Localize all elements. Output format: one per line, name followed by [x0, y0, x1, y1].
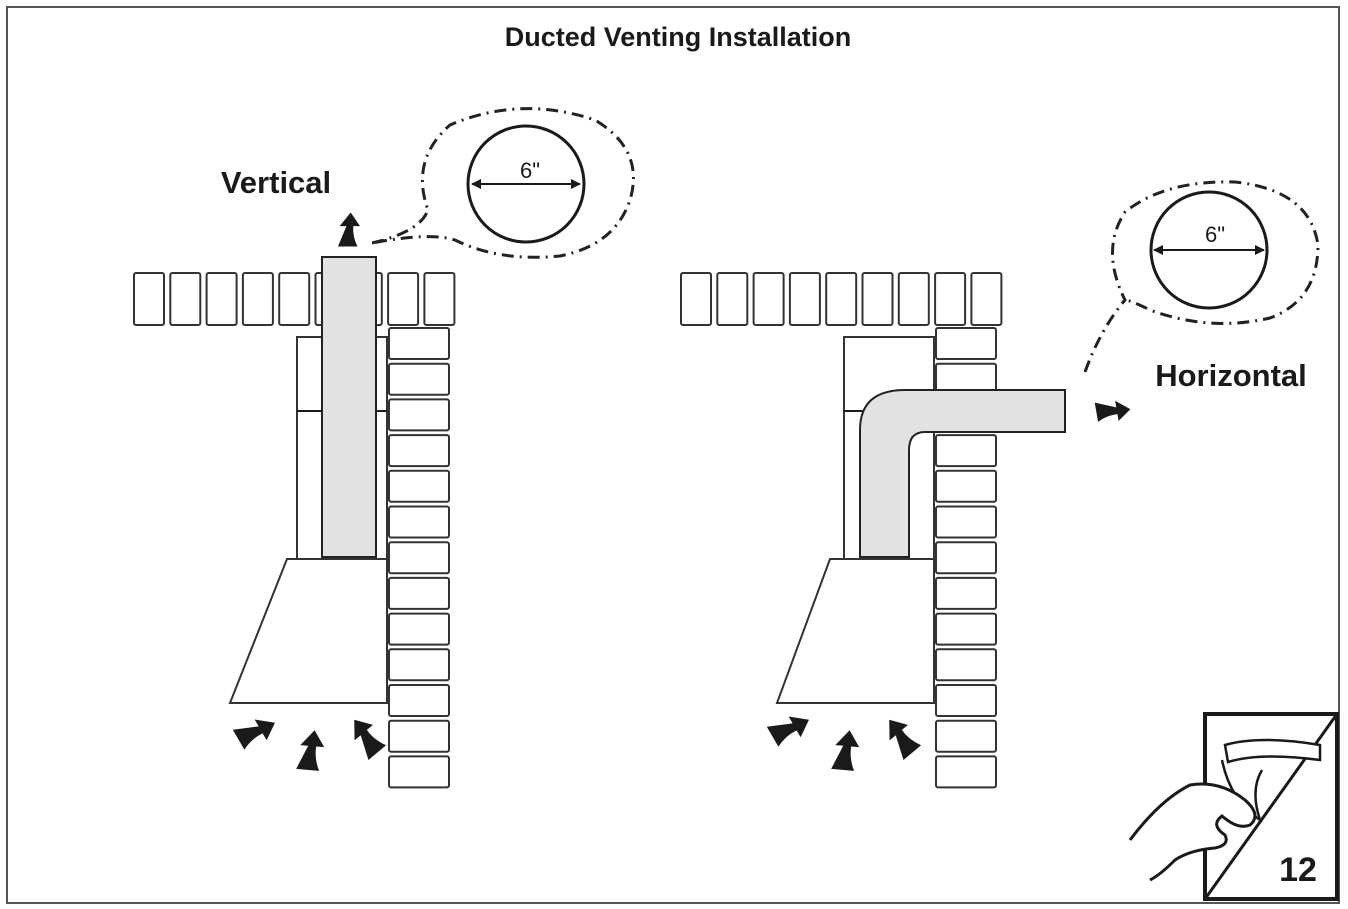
brick: [388, 719, 450, 753]
callout-bubble: [371, 107, 635, 259]
brick: [935, 719, 997, 753]
callout-bubble: [1083, 180, 1320, 373]
brick: [387, 272, 420, 326]
airflow-arrow-icon: [296, 728, 326, 772]
page-turn-icon: 12: [1128, 712, 1339, 901]
horizontal-duct: [859, 389, 1066, 558]
brick: [423, 272, 456, 326]
brick: [388, 684, 450, 717]
brick: [935, 541, 997, 575]
brick: [935, 327, 997, 360]
brick: [935, 505, 997, 539]
brick: [788, 272, 821, 326]
airflow-arrow-icon: [232, 709, 281, 753]
brick: [388, 648, 450, 682]
brick: [241, 272, 274, 326]
brick: [388, 755, 450, 789]
brick: [825, 272, 858, 326]
page-title: Ducted Venting Installation: [505, 22, 852, 52]
brick: [897, 272, 930, 326]
brick: [935, 648, 997, 682]
brick: [935, 612, 997, 646]
page-number: 12: [1279, 851, 1317, 889]
horizontal-diameter: 6": [1205, 222, 1225, 247]
horizontal-label: Horizontal: [1155, 358, 1307, 393]
brick: [680, 272, 712, 326]
vertical-installation: Vertical 6": [133, 107, 635, 789]
airflow-arrow-icon: [877, 712, 924, 761]
brick: [752, 272, 785, 326]
brick: [935, 434, 997, 468]
brick: [388, 434, 450, 468]
airflow-arrow-icon: [1094, 396, 1133, 425]
brick: [388, 327, 450, 360]
brick: [205, 272, 238, 326]
brick: [934, 272, 967, 326]
brick: [388, 576, 450, 610]
brick: [278, 272, 311, 326]
ceiling-blocks: [133, 272, 456, 326]
brick: [388, 612, 450, 646]
horizontal-installation: Horizontal 6": [680, 180, 1320, 789]
brick: [388, 362, 450, 396]
airflow-arrow-icon: [831, 728, 861, 772]
brick: [388, 398, 450, 432]
brick: [861, 272, 894, 326]
brick: [716, 272, 749, 326]
airflow-arrow-icon: [337, 212, 361, 247]
range-hood-canopy: [775, 558, 935, 704]
brick: [388, 505, 450, 539]
wall-blocks: [388, 327, 450, 789]
brick: [935, 755, 997, 789]
brick: [169, 272, 202, 326]
brick: [388, 541, 450, 575]
vertical-diameter: 6": [520, 158, 540, 183]
airflow-arrow-icon: [342, 712, 389, 761]
brick: [970, 272, 1003, 326]
brick: [935, 684, 997, 717]
brick: [935, 469, 997, 503]
airflow-arrow-icon: [766, 706, 815, 750]
brick: [388, 469, 450, 503]
ceiling-blocks: [680, 272, 1003, 326]
vertical-label: Vertical: [221, 165, 331, 200]
brick: [133, 272, 165, 326]
vertical-duct: [321, 256, 377, 558]
brick: [935, 576, 997, 610]
range-hood-canopy: [228, 558, 388, 704]
page-frame: [6, 6, 1340, 904]
